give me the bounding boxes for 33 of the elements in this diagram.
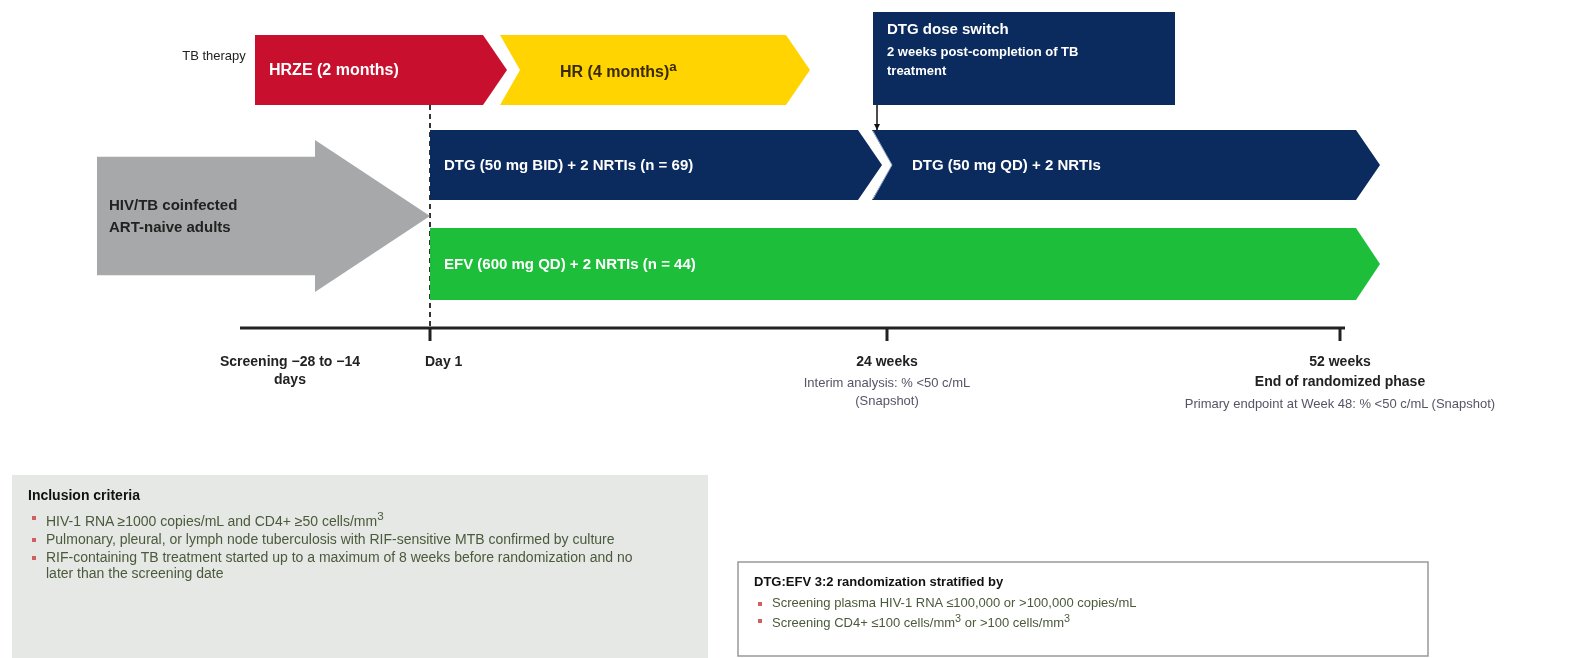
bar-label: HR (4 months)$^{a}$	[560, 58, 678, 83]
timeline-label: Interim analysis: % <50 c/mL (Snapshot)	[802, 374, 972, 410]
therapy-phase-band	[255, 35, 507, 105]
timeline-label: Screening −28 to −14 days	[218, 352, 362, 388]
bar-label: DTG (50 mg QD) + 2 NRTIs	[912, 155, 1102, 175]
bar-label: DTG (50 mg BID) + 2 NRTIs (n = 69)	[444, 155, 695, 175]
criterion-text: Screening plasma HIV-1 RNA ≤100,000 or >100,000 copies/mL	[772, 595, 1137, 610]
treatment-arm-bar	[872, 130, 1380, 200]
population-arrow	[97, 140, 430, 292]
callout-note: 2 weeks post-completion of TB treatment	[887, 43, 1080, 80]
row-label: TB therapy	[181, 47, 247, 65]
bar-label: HIV/TB coinfected ART-naive adults	[109, 195, 239, 237]
bar-label: HRZE (2 months)	[269, 60, 400, 80]
therapy-phase-band	[500, 35, 810, 105]
timeline-label: 24 weeks	[855, 352, 919, 370]
panel-heading: Inclusion criteria	[28, 487, 142, 503]
criterion-text: Screening CD4+ ≤100 cells/mm$^{3}$ or >100 cells/mm$^{3}$	[772, 615, 1071, 631]
treatment-arm-bar	[430, 228, 1380, 300]
timeline-label: End of randomized phase	[1253, 372, 1427, 390]
criterion-text: RIF-containing TB treatment started up to a maximum of 8 weeks before randomization and no later than the screening date	[46, 548, 633, 581]
stratification-panel	[738, 562, 1428, 656]
bar-label: EFV (600 mg QD) + 2 NRTIs (n = 44)	[444, 254, 697, 274]
criterion-text: HIV-1 RNA ≥1000 copies/mL and CD4+ ≥50 cells/mm$^{3}$	[46, 512, 384, 529]
treatment-arm-bar	[430, 130, 882, 200]
timeline-label: Primary endpoint at Week 48: % <50 c/mL (Snapshot)	[1183, 395, 1497, 413]
criteria-panel	[12, 475, 708, 658]
pointer-arrow	[874, 104, 880, 131]
timeline-label: 52 weeks	[1308, 352, 1372, 370]
callout-box	[873, 12, 1175, 105]
timeline-label: Day 1	[425, 352, 464, 370]
panel-heading: DTG:EFV 3:2 randomization stratified by	[754, 574, 1005, 589]
criterion-text: Pulmonary, pleural, or lymph node tuberculosis with RIF-sensitive MTB confirmed by culture	[46, 530, 615, 547]
callout-heading: DTG dose switch	[887, 19, 1010, 39]
